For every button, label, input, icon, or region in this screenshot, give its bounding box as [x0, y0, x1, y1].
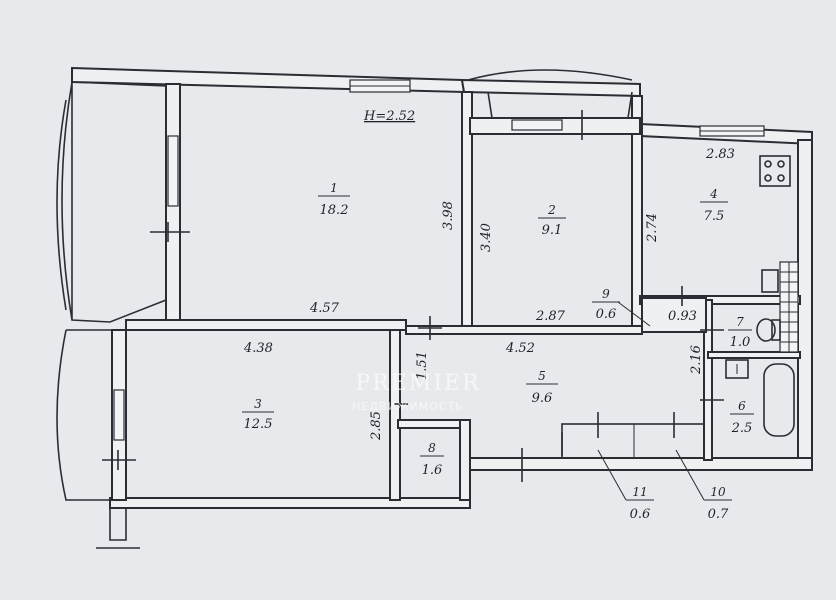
- balcony-upper-outline: [56, 81, 167, 311]
- toilet-icon: [756, 318, 781, 342]
- wall-room4-bottom: [639, 295, 801, 305]
- wall-room3-right: [389, 329, 401, 501]
- balcony-upper: [61, 81, 167, 323]
- window-room1-side: [167, 135, 179, 207]
- room-2-area: 9.1: [542, 223, 563, 238]
- watermark-brand: PREMIER: [355, 371, 480, 396]
- dim-room2-depth: 3.40: [479, 223, 494, 252]
- outer-wall-left: [165, 83, 181, 331]
- dim-room1-depth: 3.98: [441, 201, 456, 230]
- window-room3-side: [113, 389, 125, 441]
- room-7-area: 1.0: [730, 335, 751, 350]
- watermark-logo: PREMIER НЕДВИЖИМОСТЬ: [352, 371, 480, 413]
- room-9-number: 9: [602, 287, 610, 301]
- outer-wall-bottom-left: [109, 497, 471, 509]
- wall-closet9: [641, 297, 707, 333]
- dim-hall-depth: 2.16: [689, 345, 704, 375]
- room-8-area: 1.6: [422, 463, 443, 478]
- bathtub-icon: [763, 363, 795, 437]
- room-11-area: 0.6: [630, 507, 651, 522]
- room-3-number: 3: [254, 397, 262, 411]
- sink-icon: [761, 269, 779, 293]
- room-5-number: 5: [538, 369, 546, 383]
- dim-closet9: 0.93: [668, 309, 697, 324]
- window-room2: [511, 119, 563, 131]
- ceiling-height: H=2.52: [363, 109, 415, 124]
- dim-room1-width: 4.57: [309, 301, 340, 316]
- wall-room1-room3: [125, 319, 407, 331]
- entrance-stub: [96, 508, 140, 549]
- balcony-lower: [56, 329, 112, 501]
- room-1-area: 18.2: [320, 203, 349, 218]
- wall-closet8-right: [459, 419, 471, 501]
- room-6-area: 2.5: [731, 421, 753, 436]
- window-wc-grid: [780, 262, 798, 352]
- dim-room3-width: 4.38: [243, 341, 273, 356]
- room-11-number: 11: [632, 485, 647, 499]
- room-1-number: 1: [330, 181, 338, 195]
- room-3-area: 12.5: [244, 417, 273, 432]
- watermark-sub: НЕДВИЖИМОСТЬ: [352, 400, 464, 413]
- dim-hall-width: 4.52: [505, 341, 535, 356]
- door-ticks: [102, 110, 724, 482]
- room-9-area: 0.6: [596, 307, 617, 322]
- dim-hall-short: 1.51: [415, 351, 430, 380]
- room-4-area: 7.5: [704, 209, 725, 224]
- room-5-area: 9.6: [532, 391, 553, 406]
- wall-wc-bath: [707, 351, 801, 359]
- washbasin-icon: [725, 359, 749, 379]
- wall-hall-bath: [703, 299, 713, 461]
- room-7-number: 7: [736, 315, 744, 329]
- dim-room3-depth: 2.85: [369, 411, 384, 441]
- room-4-number: 4: [709, 187, 718, 201]
- dim-room2-width: 2.87: [535, 309, 566, 324]
- closets-10-11: [561, 423, 705, 459]
- room-2-number: 2: [547, 203, 556, 217]
- wall-closet8-top: [397, 419, 461, 429]
- room-10-area: 0.7: [708, 507, 729, 522]
- room-6-number: 6: [738, 399, 746, 413]
- stove-icon: [759, 155, 791, 187]
- dim-room4-depth: 2.74: [645, 213, 660, 243]
- room-8-number: 8: [428, 441, 436, 455]
- dim-room4-width: 2.83: [705, 147, 735, 162]
- room-10-number: 10: [710, 485, 726, 499]
